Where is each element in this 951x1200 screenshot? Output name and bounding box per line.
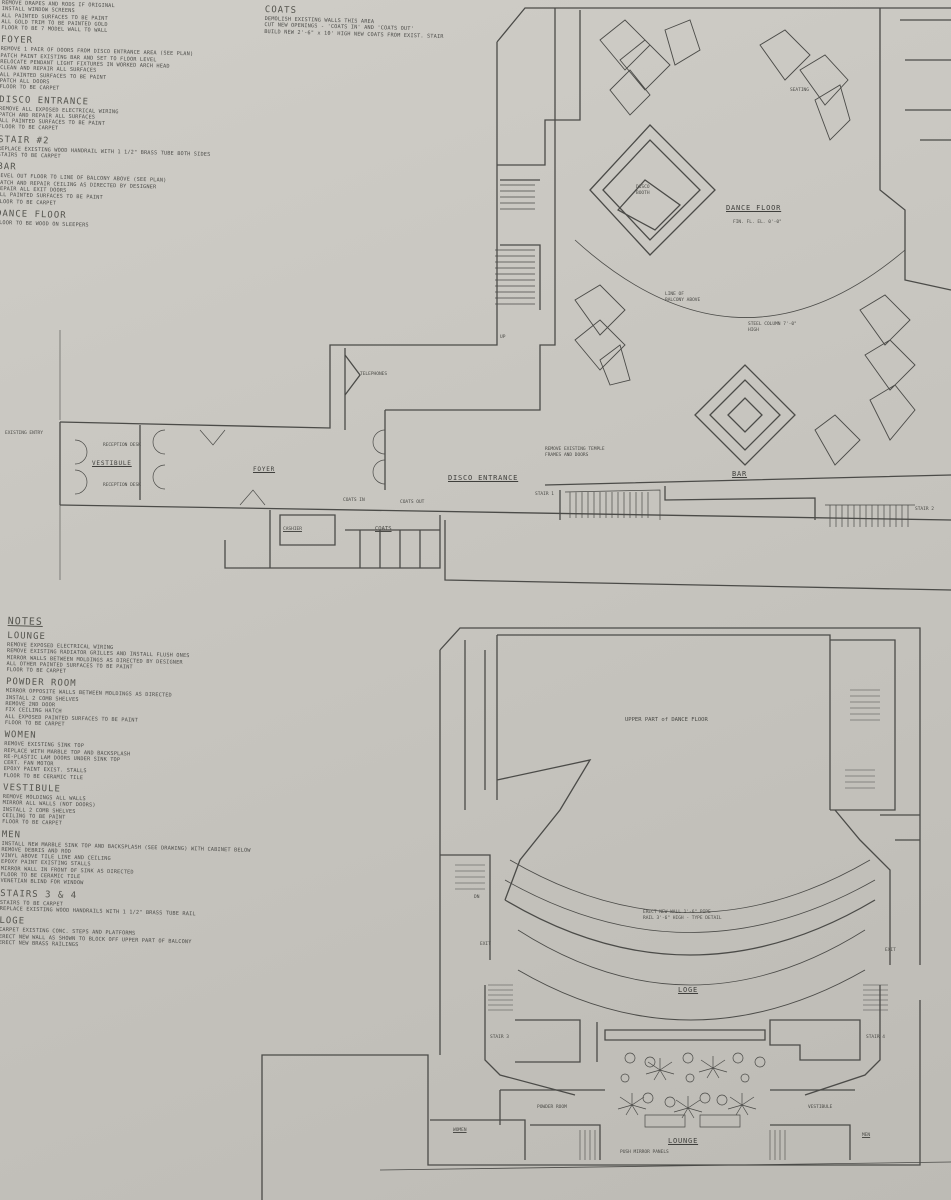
stair-2: [825, 504, 915, 527]
label-upper-dance-floor: UPPER PART of DANCE FLOOR: [625, 717, 708, 723]
label-vestibule: VESTIBULE: [92, 460, 132, 467]
right-stair-column: [834, 809, 920, 965]
upper-floor-plan: [59, 7, 951, 591]
label-stair-1: STAIR 1: [535, 492, 554, 497]
palm-plant: [698, 1056, 728, 1079]
label-reception-desk: RECEPTION DESK: [103, 443, 141, 448]
upper-plan-outer-wall: [59, 7, 951, 521]
label-stair-3: STAIR 3: [490, 1035, 509, 1040]
balcony-arcs: [504, 859, 876, 1021]
label-stair-2: STAIR 2: [915, 507, 934, 512]
label-seating: SEATING: [790, 88, 809, 93]
label-coats-in: COATS IN: [343, 498, 365, 503]
label-vestibule-lower: VESTIBULE: [808, 1105, 833, 1110]
label-exit-left: EXIT: [480, 942, 491, 947]
lounge-furniture: [617, 1052, 766, 1128]
label-cashier: CASHIER: [283, 527, 302, 532]
coats-note: COATS DEMOLISH EXISTING WALLS THIS AREA …: [264, 5, 444, 40]
balcony-line: [574, 239, 906, 318]
label-dance-floor: DANCE FLOOR: [726, 204, 782, 212]
label-powder-room: POWDER ROOM: [537, 1105, 567, 1110]
note-section: STAIR #2 REPLACE EXISTING WOOD HANDRAIL …: [0, 135, 211, 165]
telephone-bank: [344, 354, 361, 396]
label-bar: BAR: [732, 470, 748, 478]
label-reception-desk: RECEPTION DESK: [103, 483, 141, 488]
label-lounge: LOUNGE: [668, 1137, 699, 1145]
label-exit-right: EXIT: [885, 948, 896, 953]
left-stair-block: [497, 10, 581, 310]
label-men: MEN: [862, 1133, 871, 1138]
label-women: WOMEN: [453, 1128, 467, 1133]
label-steel-column: STEEL COLUMN 7'-0" HIGH: [748, 322, 797, 333]
palm-plant: [645, 1058, 675, 1081]
lower-floor-plan: [261, 627, 921, 1200]
label-disco-booth: DISCO BOOTH: [636, 185, 650, 196]
label-loge: LOGE: [678, 986, 699, 994]
bar-wall: [544, 474, 951, 520]
notes-bottom: NOTES LOUNGE REMOVE EXPOSED ELECTRICAL W…: [0, 612, 257, 953]
note-section: DISCO ENTRANCE REMOVE ALL EXPOSED ELECTR…: [0, 95, 212, 137]
label-new-wall: ERECT NEW WALL 1'-6" PIPE RAIL 3'-6" HIG…: [643, 910, 722, 921]
label-foyer: FOYER: [253, 466, 276, 473]
lower-stairs: [455, 689, 888, 1160]
service-rooms: [224, 510, 951, 591]
label-remove-partition: REMOVE EXISTING TEMPLE FRAMES AND DOORS: [545, 447, 605, 458]
label-up: UP: [500, 335, 506, 340]
note-section: BAR LEVEL OUT FLOOR TO LINE OF BALCONY A…: [0, 162, 210, 210]
seating-units: [574, 19, 916, 466]
note-section: REMOVE DRAPES AND RODS IF ORIGINAL INSTA…: [1, 0, 214, 37]
disco-booth: [589, 124, 716, 256]
palm-plant: [673, 1096, 703, 1119]
label-coats-out: COATS OUT: [400, 500, 425, 505]
stair-1: [564, 489, 661, 520]
foyer-doors: [74, 429, 386, 506]
label-line-of-balcony: LINE OF BALCONY ABOVE: [665, 292, 701, 303]
label-stair-4: STAIR 4: [866, 1035, 885, 1040]
palm-plant: [617, 1093, 647, 1116]
lower-plan-outer-wall: [261, 627, 921, 1200]
label-coats: COATS: [375, 526, 392, 532]
left-stair-column: [439, 640, 491, 1055]
label-dn: DN: [474, 895, 480, 900]
label-disco-entrance: DISCO ENTRANCE: [448, 474, 519, 482]
bar-counter: [694, 364, 796, 466]
note-section: FOYER REMOVE 1 PAIR OF DOORS FROM DISCO …: [0, 35, 214, 96]
notes-top: REMOVE DRAPES AND RODS IF ORIGINAL INSTA…: [0, 0, 215, 232]
label-dance-floor-elevation: FIN. FL. EL. 0'-0": [733, 220, 782, 225]
label-existing-entry: EXISTING ENTRY: [5, 431, 43, 436]
left-stair-treads: [495, 184, 535, 305]
right-rooms: [879, 8, 951, 291]
lounge-rooms: [430, 985, 881, 1160]
sheet-edge-bottom: [379, 1161, 951, 1171]
label-telephones: TELEPHONES: [360, 372, 388, 377]
label-lounge-note: PUSH MIRROR PANELS: [620, 1150, 669, 1155]
palm-plant: [727, 1093, 757, 1116]
corridor-wall: [59, 8, 556, 505]
upper-dance-floor-wall: [496, 634, 896, 901]
